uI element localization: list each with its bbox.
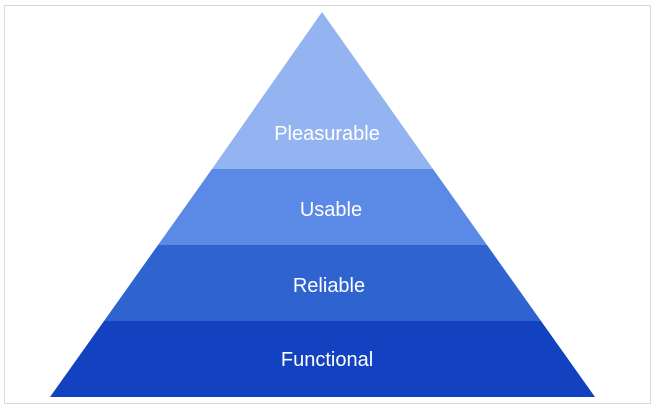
tier-usable bbox=[158, 169, 487, 245]
tier-label-usable: Usable bbox=[300, 199, 362, 221]
tier-pleasurable bbox=[212, 12, 433, 169]
tier-functional bbox=[50, 321, 595, 397]
tier-label-reliable: Reliable bbox=[293, 275, 365, 297]
tier-reliable bbox=[104, 245, 541, 321]
tier-label-functional: Functional bbox=[281, 349, 373, 371]
tier-label-pleasurable: Pleasurable bbox=[274, 123, 380, 145]
